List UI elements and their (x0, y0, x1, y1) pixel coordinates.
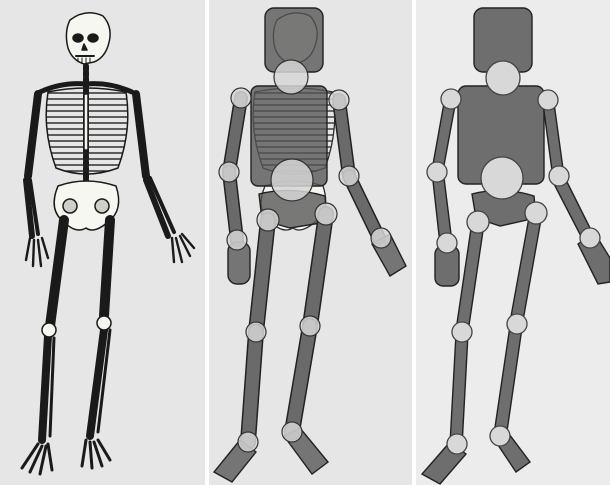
model-joint-neck (486, 61, 520, 95)
model-joint-right-ankle (490, 426, 510, 446)
overlay-joint-left-shoulder (231, 88, 251, 108)
overlay-joint-right-knee (300, 316, 320, 336)
overlay-left-shin-fill (248, 332, 256, 442)
model-joint-left-elbow (427, 162, 447, 182)
panel-divider-1 (205, 0, 209, 485)
model-joint-right-wrist (580, 228, 600, 248)
overlay-joint-left-wrist (227, 230, 247, 250)
overlay-joint-left-elbow (219, 162, 239, 182)
right-patella (97, 316, 111, 330)
overlay-joint-right-hip (315, 203, 337, 225)
model-joint-left-hip (467, 211, 489, 233)
overlay-joint-right-elbow (339, 166, 359, 186)
sternum (84, 94, 88, 150)
overlay-joint-waist (271, 159, 313, 201)
model-joint-left-shoulder (441, 89, 461, 109)
right-femur (104, 220, 110, 316)
model-joint-right-shoulder (538, 90, 558, 110)
model-joint-left-ankle (447, 434, 467, 454)
overlay-joint-neck (274, 60, 308, 94)
model-joint-right-knee (507, 314, 527, 334)
panel-divider-2 (412, 0, 416, 485)
model-joint-right-hip (525, 202, 547, 224)
overlay-joint-right-ankle (282, 422, 302, 442)
model-joint-right-elbow (549, 166, 569, 186)
model-joint-left-wrist (437, 233, 457, 253)
overlay-joint-left-ankle (238, 432, 258, 452)
model-joint-waist (481, 157, 523, 199)
overlay-joint-left-knee (246, 322, 266, 342)
overlay-joint-right-wrist (371, 228, 391, 248)
left-patella (42, 323, 56, 337)
overlay-joint-right-shoulder (329, 90, 349, 110)
overlay-joint-left-hip (257, 209, 279, 231)
model-joint-left-knee (452, 322, 472, 342)
